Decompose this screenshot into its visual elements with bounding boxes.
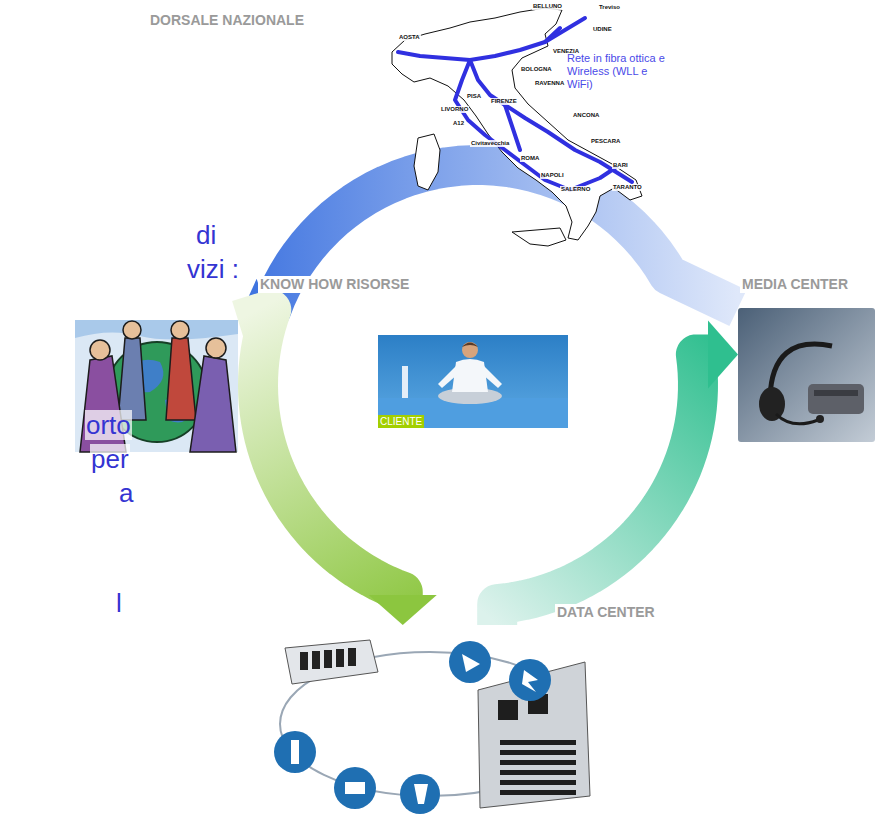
city-label: SALERNO (560, 186, 591, 193)
network-illustration (274, 640, 590, 814)
arrow-head (708, 320, 738, 388)
slide-text-fragment: orto (85, 410, 132, 440)
slide-text-fragment: a (118, 478, 134, 508)
slide-text-fragment: l (115, 588, 123, 618)
city-label: ANCONA (572, 112, 600, 119)
city-label: BARI (612, 162, 629, 169)
city-label: Treviso (598, 4, 621, 11)
node-heading: MEDIA CENTER (740, 276, 850, 293)
city-label: ROMA (520, 155, 540, 162)
city-label: UDINE (592, 26, 613, 33)
city-label: BELLUNO (532, 3, 563, 10)
headset-photo (738, 308, 875, 442)
photo-caption: CLIENTE (378, 415, 424, 428)
city-label: AOSTA (398, 34, 421, 41)
photo-node: MEDIA CENTER (738, 308, 875, 442)
people-globe-illustration (75, 320, 238, 452)
city-label: RAVENNA (534, 80, 565, 87)
node-heading: KNOW HOW RISORSE (258, 276, 411, 293)
photo-node: CLIENTE (378, 335, 568, 428)
city-label: LIVORNO (440, 106, 469, 113)
city-label: FIRENZE (490, 98, 518, 105)
slide-text-fragment: vizi : (186, 254, 240, 284)
city-label: A12 (452, 120, 465, 127)
city-label: TARANTO (612, 184, 643, 191)
city-label: Civitavecchia (470, 140, 510, 147)
node-heading: DATA CENTER (555, 604, 657, 621)
node-heading: DORSALE NAZIONALE (148, 12, 306, 29)
italy-map (392, 8, 642, 246)
map-region: DORSALE NAZIONALE (385, 0, 640, 245)
city-label: PISA (466, 93, 482, 100)
client-photo (378, 335, 568, 428)
map-note: Rete in fibra ottica e Wireless (WLL e W… (567, 52, 667, 91)
cycle-arrow (238, 165, 738, 344)
arrow-head (369, 595, 437, 625)
illustration-node: DATA CENTER (262, 625, 590, 817)
slide-text-fragment: per (90, 444, 130, 474)
city-label: PESCARA (590, 138, 621, 145)
city-label: NAPOLI (540, 172, 565, 179)
city-label: BOLOGNA (520, 66, 553, 73)
slide-text-fragment: di (195, 220, 217, 250)
